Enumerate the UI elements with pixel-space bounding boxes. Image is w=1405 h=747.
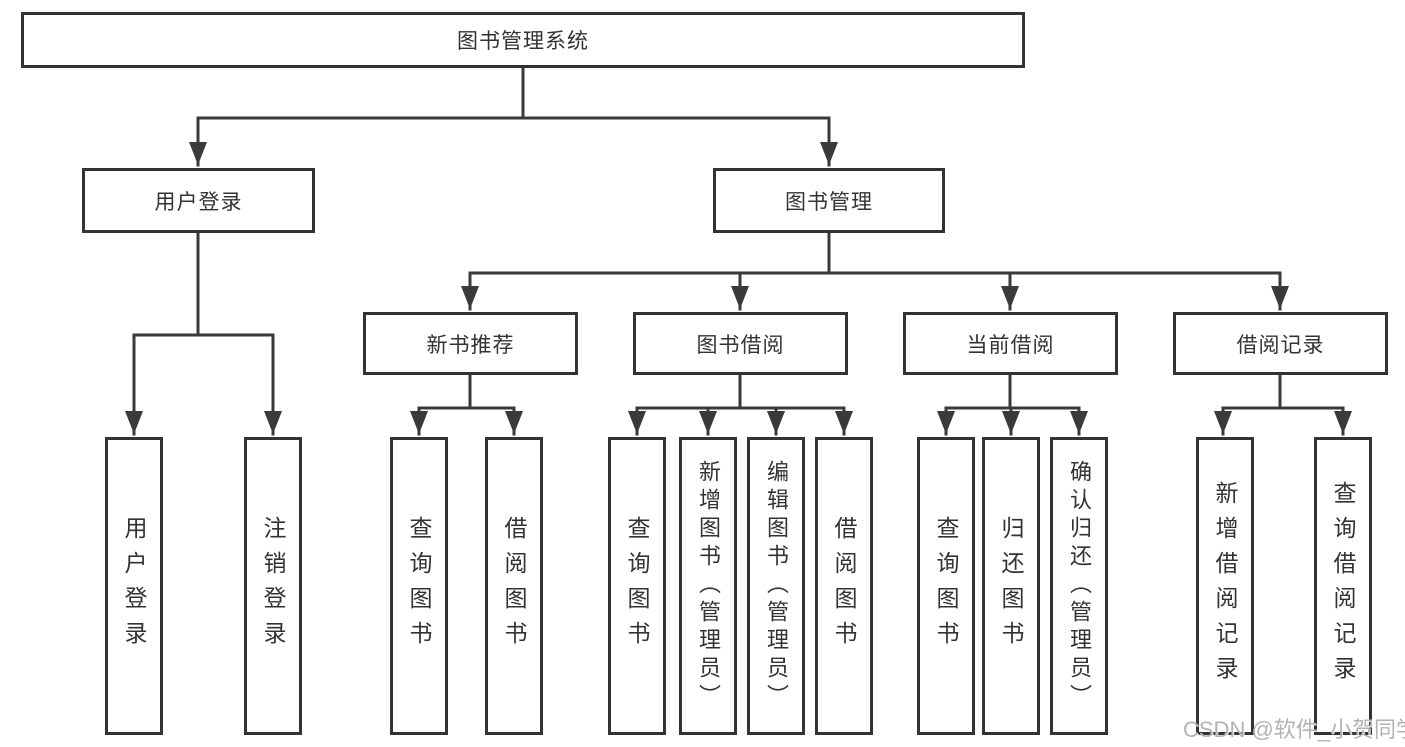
node-user-login: 用户登录 xyxy=(82,168,315,233)
leaf-borrow-borrow-books: 借阅图书 xyxy=(815,437,873,735)
leaf-records-query-record-label: 查询借阅记录 xyxy=(1330,481,1356,691)
leaf-borrow-borrow-books-label: 借阅图书 xyxy=(831,516,857,656)
leaf-current-confirm-return-admin-label: 确认归还（管理员） xyxy=(1067,460,1092,712)
leaf-borrow-add-books-admin-label: 新增图书（管理员） xyxy=(696,460,721,712)
node-book-management: 图书管理 xyxy=(713,168,945,233)
node-borrow-records-label: 借阅记录 xyxy=(1236,333,1325,357)
node-book-management-label: 图书管理 xyxy=(785,190,873,214)
leaf-records-add-record: 新增借阅记录 xyxy=(1196,437,1254,735)
node-book-borrow: 图书借阅 xyxy=(633,312,848,375)
leaf-borrow-add-books-admin: 新增图书（管理员） xyxy=(679,437,737,735)
leaf-user-login-label: 用户登录 xyxy=(121,516,147,656)
leaf-current-query-books: 查询图书 xyxy=(917,437,975,735)
leaf-current-return-books-label: 归还图书 xyxy=(998,516,1024,656)
node-current-borrow-label: 当前借阅 xyxy=(966,333,1055,357)
leaf-user-login: 用户登录 xyxy=(105,437,163,735)
leaf-current-query-books-label: 查询图书 xyxy=(933,516,959,656)
node-new-book-recommend: 新书推荐 xyxy=(363,312,578,375)
node-root: 图书管理系统 xyxy=(21,12,1025,68)
node-current-borrow: 当前借阅 xyxy=(903,312,1118,375)
leaf-current-return-books: 归还图书 xyxy=(982,437,1040,735)
leaf-borrow-query-books: 查询图书 xyxy=(608,437,666,735)
node-root-label: 图书管理系统 xyxy=(457,30,589,53)
leaf-borrow-query-books-label: 查询图书 xyxy=(624,516,650,656)
leaf-user-logout: 注销登录 xyxy=(244,437,302,735)
node-borrow-records: 借阅记录 xyxy=(1173,312,1388,375)
leaf-borrow-edit-books-admin-label: 编辑图书（管理员） xyxy=(764,460,789,712)
leaf-borrow-edit-books-admin: 编辑图书（管理员） xyxy=(747,437,805,735)
csdn-watermark: CSDN @软件_小贺同学 xyxy=(1183,717,1405,742)
leaf-user-logout-label: 注销登录 xyxy=(260,516,286,656)
leaf-records-query-record: 查询借阅记录 xyxy=(1314,437,1372,735)
leaf-recommend-query-books: 查询图书 xyxy=(390,437,448,735)
node-book-borrow-label: 图书借阅 xyxy=(696,333,785,357)
leaf-recommend-borrow-books: 借阅图书 xyxy=(485,437,543,735)
leaf-records-add-record-label: 新增借阅记录 xyxy=(1212,481,1238,691)
node-new-book-recommend-label: 新书推荐 xyxy=(426,333,515,357)
node-user-login-label: 用户登录 xyxy=(154,190,243,214)
leaf-recommend-query-books-label: 查询图书 xyxy=(406,516,432,656)
leaf-recommend-borrow-books-label: 借阅图书 xyxy=(501,516,527,656)
leaf-current-confirm-return-admin: 确认归还（管理员） xyxy=(1050,437,1108,735)
